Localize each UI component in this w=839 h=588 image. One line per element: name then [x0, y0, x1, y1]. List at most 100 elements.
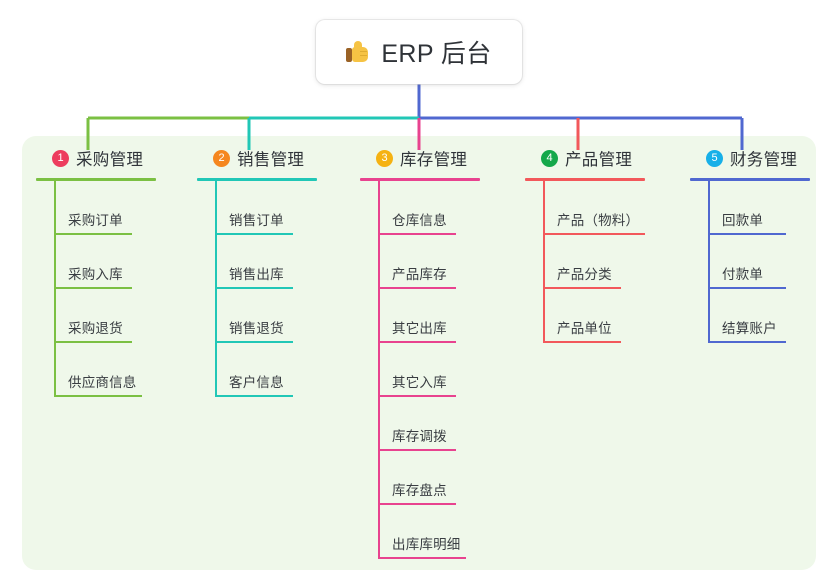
leaf-item[interactable]: 产品（物料）: [525, 181, 645, 235]
leaf-item-underline: [54, 341, 132, 343]
leaf-item[interactable]: 库存盘点: [360, 451, 480, 505]
branch-title: 财务管理: [730, 151, 798, 169]
leaf-item-label: 采购入库: [68, 267, 123, 282]
branch-underline: [525, 178, 645, 181]
branch-underline: [360, 178, 480, 181]
branch-column-5: 5 财务管理回款单付款单结算账户: [690, 146, 810, 343]
leaf-item-underline: [708, 233, 786, 235]
leaf-item-label: 其它入库: [392, 375, 447, 390]
leaf-item[interactable]: 库存调拨: [360, 397, 480, 451]
leaf-item-label: 库存盘点: [392, 483, 447, 498]
leaf-item[interactable]: 产品单位: [525, 289, 645, 343]
branch-header-5[interactable]: 5 财务管理: [690, 146, 810, 170]
branch-title: 销售管理: [237, 151, 305, 169]
leaf-item-label: 销售出库: [229, 267, 284, 282]
branch-number-badge: 1: [52, 149, 69, 167]
leaf-item-underline: [215, 233, 293, 235]
branch-leaf-list: 采购订单采购入库采购退货供应商信息: [36, 181, 156, 397]
branch-spine: [708, 181, 710, 343]
leaf-item-label: 供应商信息: [68, 375, 137, 390]
leaf-item-underline: [378, 233, 456, 235]
leaf-item-underline: [378, 449, 456, 451]
leaf-item-underline: [378, 503, 456, 505]
leaf-item[interactable]: 其它入库: [360, 343, 480, 397]
leaf-item-underline: [215, 287, 293, 289]
leaf-item[interactable]: 采购退货: [36, 289, 156, 343]
leaf-item-label: 客户信息: [229, 375, 284, 390]
branch-header-4[interactable]: 4 产品管理: [525, 146, 645, 170]
leaf-item-label: 销售退货: [229, 321, 284, 336]
leaf-item-label: 销售订单: [229, 213, 284, 228]
branch-column-1: 1 采购管理采购订单采购入库采购退货供应商信息: [36, 146, 156, 397]
leaf-item-underline: [543, 233, 645, 235]
leaf-item[interactable]: 销售订单: [197, 181, 317, 235]
leaf-item-label: 产品（物料）: [557, 213, 640, 228]
branch-number-badge: 4: [541, 149, 558, 167]
leaf-item-label: 回款单: [722, 213, 764, 228]
leaf-item-underline: [708, 287, 786, 289]
leaf-item-underline: [378, 557, 466, 559]
branch-spine: [543, 181, 545, 343]
branch-column-4: 4 产品管理产品（物料） 产品分类产品单位: [525, 146, 645, 343]
leaf-item[interactable]: 结算账户: [690, 289, 810, 343]
root-node-label: ERP 后台: [381, 40, 492, 68]
branch-spine: [54, 181, 56, 397]
leaf-item[interactable]: 产品库存: [360, 235, 480, 289]
thumbs-up-icon: [346, 40, 370, 64]
leaf-item-label: 采购退货: [68, 321, 123, 336]
leaf-item-label: 其它出库: [392, 321, 447, 336]
branch-spine: [378, 181, 380, 559]
leaf-item[interactable]: 回款单: [690, 181, 810, 235]
branch-title: 库存管理: [400, 151, 468, 169]
branch-leaf-list: 回款单付款单结算账户: [690, 181, 810, 343]
leaf-item[interactable]: 销售退货: [197, 289, 317, 343]
branch-underline: [197, 178, 317, 181]
leaf-item-underline: [215, 395, 293, 397]
leaf-item-label: 付款单: [722, 267, 764, 282]
leaf-item-underline: [54, 395, 142, 397]
branch-leaf-list: 产品（物料） 产品分类产品单位: [525, 181, 645, 343]
branch-underline: [690, 178, 810, 181]
leaf-item-label: 产品分类: [557, 267, 612, 282]
leaf-item[interactable]: 出库库明细: [360, 505, 480, 559]
leaf-item[interactable]: 销售出库: [197, 235, 317, 289]
leaf-item-label: 仓库信息: [392, 213, 447, 228]
leaf-item-underline: [54, 233, 132, 235]
leaf-item[interactable]: 仓库信息: [360, 181, 480, 235]
leaf-item-underline: [378, 395, 456, 397]
leaf-item[interactable]: 采购订单: [36, 181, 156, 235]
branch-underline: [36, 178, 156, 181]
branch-title: 产品管理: [565, 151, 633, 169]
leaf-item[interactable]: 供应商信息: [36, 343, 156, 397]
branch-leaf-list: 仓库信息产品库存其它出库其它入库库存调拨库存盘点出库库明细: [360, 181, 480, 559]
leaf-item-underline: [378, 287, 456, 289]
branch-leaf-list: 销售订单销售出库销售退货客户信息: [197, 181, 317, 397]
branch-title: 采购管理: [76, 151, 144, 169]
leaf-item-label: 产品库存: [392, 267, 447, 282]
leaf-item-underline: [543, 341, 621, 343]
leaf-item[interactable]: 其它出库: [360, 289, 480, 343]
branch-number-badge: 5: [706, 149, 723, 167]
diagram-background-panel: [22, 136, 816, 570]
leaf-item-label: 出库库明细: [392, 537, 461, 552]
leaf-item[interactable]: 采购入库: [36, 235, 156, 289]
leaf-item-label: 库存调拨: [392, 429, 447, 444]
branch-spine: [215, 181, 217, 397]
root-node[interactable]: ERP 后台: [316, 20, 522, 84]
leaf-item-underline: [215, 341, 293, 343]
branch-header-1[interactable]: 1 采购管理: [36, 146, 156, 170]
leaf-item-underline: [708, 341, 786, 343]
leaf-item-underline: [543, 287, 621, 289]
leaf-item-underline: [378, 341, 456, 343]
leaf-item-underline: [54, 287, 132, 289]
leaf-item[interactable]: 产品分类: [525, 235, 645, 289]
leaf-item[interactable]: 付款单: [690, 235, 810, 289]
leaf-item[interactable]: 客户信息: [197, 343, 317, 397]
leaf-item-label: 采购订单: [68, 213, 123, 228]
leaf-item-label: 产品单位: [557, 321, 612, 336]
